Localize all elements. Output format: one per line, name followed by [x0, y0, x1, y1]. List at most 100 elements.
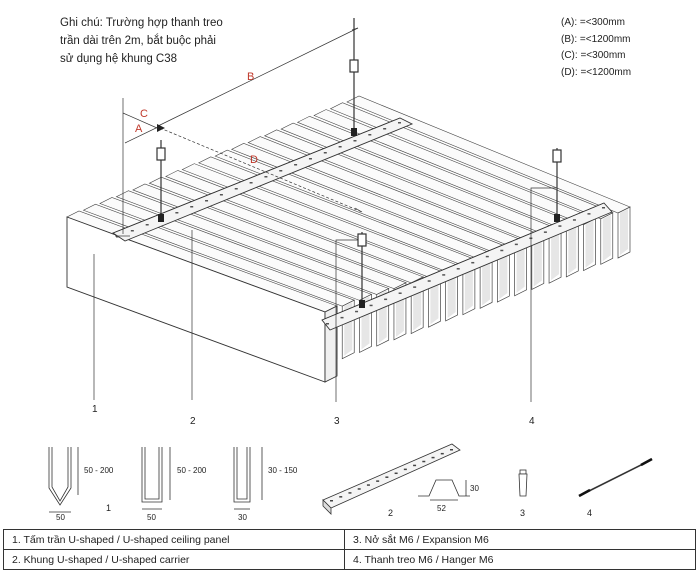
panel-2-width: 50	[147, 513, 156, 522]
dimension-spec-list: (A): =<300mm (B): =<1200mm (C): =<300mm …	[561, 15, 631, 81]
carrier-hole	[369, 304, 373, 307]
carrier-hole	[308, 158, 312, 160]
note-line: Ghi chú: Trường hợp thanh treo	[60, 17, 223, 29]
part-carrier	[322, 443, 461, 515]
carrier-hole	[398, 122, 401, 124]
carrier-holes	[116, 122, 605, 325]
carrier-hole	[398, 292, 402, 294]
note-text: Ghi chú: Trường hợp thanh treo trần dài …	[60, 14, 270, 68]
carrier-hole	[427, 280, 431, 282]
carrier-hole	[338, 146, 342, 148]
carrier-hole	[572, 219, 576, 221]
note-line: sử dụng hệ khung C38	[60, 53, 178, 65]
ceiling-panel-inner	[585, 220, 594, 268]
hanger-number: 4	[587, 508, 592, 518]
carrier-part-hole	[357, 488, 361, 490]
dimension-lines	[115, 27, 363, 237]
carrier-part-hole	[376, 480, 380, 482]
part-expansion-anchor	[518, 469, 528, 497]
carrier-hole	[514, 243, 518, 246]
carrier-hole	[353, 140, 357, 142]
carrier-profile	[418, 479, 470, 501]
carrier-part-hole	[385, 476, 389, 478]
ceiling-panel-inner	[620, 209, 628, 255]
carrier-hole	[384, 298, 388, 301]
ceiling-panel-inner	[499, 249, 508, 300]
carrier-rails	[112, 117, 613, 331]
callout-number: 4	[529, 416, 535, 427]
hanger-rods	[156, 18, 562, 308]
ceiling-panel-inner	[516, 243, 525, 293]
hanger-bracket	[349, 59, 359, 73]
callout-number: 3	[334, 416, 340, 427]
ceiling-panel-inner	[482, 255, 491, 306]
legend-item-expansion: 3. Nở sắt M6 / Expansion M6	[344, 529, 696, 550]
carrier-hole	[602, 207, 605, 209]
carrier-hole	[558, 225, 562, 227]
carrier-hole	[279, 170, 283, 172]
hanger-bracket	[552, 149, 562, 163]
carrier-hole	[340, 316, 344, 319]
carrier-hole	[323, 152, 327, 154]
carrier-hole	[264, 176, 268, 178]
dimension-spec-a: (A): =<300mm	[561, 17, 625, 28]
carrier-part-hole	[330, 500, 333, 502]
legend-row: 2. Khung U-shaped / U-shaped carrier 4. …	[3, 549, 696, 570]
carrier-hole	[368, 134, 372, 136]
ceiling-panel-inner	[602, 214, 611, 262]
part-panel-1	[48, 447, 79, 513]
dimension-spec-b: (B): =<1200mm	[561, 33, 631, 45]
carrier-hole	[116, 236, 119, 238]
anchor-number: 3	[520, 508, 525, 518]
hanger-bracket	[156, 147, 166, 161]
carrier-hole	[145, 224, 149, 226]
carrier-profile-width: 52	[437, 504, 446, 513]
carrier-part-holes	[330, 449, 453, 502]
carrier-profile-height: 30	[470, 484, 479, 493]
carrier-part-hole	[394, 472, 398, 475]
carrier-part-hole	[339, 496, 343, 498]
carrier-hole	[471, 261, 475, 264]
ceiling-panel-inner	[568, 226, 577, 274]
panel-1-height: 50 - 200	[84, 466, 114, 475]
note-line: trần dài trên 2m, bắt buộc phải	[60, 35, 216, 47]
dimension-letter-c: C	[140, 108, 148, 120]
legend-item-carrier: 2. Khung U-shaped / U-shaped carrier	[3, 549, 345, 570]
carrier-hole	[130, 230, 134, 232]
hanger-bracket	[357, 233, 367, 247]
carrier-hole	[456, 268, 460, 270]
carrier-hole	[175, 212, 179, 214]
legend-item-hanger: 4. Thanh treo M6 / Hanger M6	[344, 549, 696, 570]
dimension-letter-a: A	[135, 123, 143, 135]
carrier-hole	[485, 255, 489, 258]
carrier-part-hole	[366, 484, 370, 486]
carrier-hole	[587, 213, 591, 215]
carrier-hole	[500, 249, 504, 252]
legend-item-panel: 1. Tấm trần U-shaped / U-shaped ceiling …	[3, 529, 345, 550]
callout-number: 2	[190, 416, 196, 427]
carrier-hole	[355, 310, 359, 313]
legend-row: 1. Tấm trần U-shaped / U-shaped ceiling …	[3, 529, 696, 550]
carrier-part-hole	[403, 468, 407, 471]
carrier-hole	[383, 128, 387, 130]
callout-number: 1	[92, 404, 98, 415]
carrier-hole	[249, 182, 253, 184]
carrier-number: 2	[388, 508, 393, 518]
panel-1-width: 50	[56, 513, 65, 522]
ceiling-panel-inner	[464, 261, 473, 312]
dimension-arrow	[157, 124, 165, 132]
panel-3-height: 30 - 150	[268, 466, 298, 475]
carrier-part-hole	[450, 449, 453, 451]
ceiling-panel-inner	[533, 238, 542, 287]
legend-table: 1. Tấm trần U-shaped / U-shaped ceiling …	[3, 529, 696, 570]
dimension-spec-d: (D): =<1200mm	[561, 66, 632, 78]
part-hanger-rod	[580, 459, 652, 496]
part-panel-3	[233, 447, 263, 510]
carrier-hole	[294, 164, 298, 166]
carrier-part-hole	[413, 464, 417, 467]
carrier-part-hole	[440, 452, 444, 455]
part-panel-2	[141, 447, 171, 510]
dimension-spec-c: (C): =<300mm	[561, 50, 626, 61]
dimension-letter-b: B	[247, 71, 254, 83]
